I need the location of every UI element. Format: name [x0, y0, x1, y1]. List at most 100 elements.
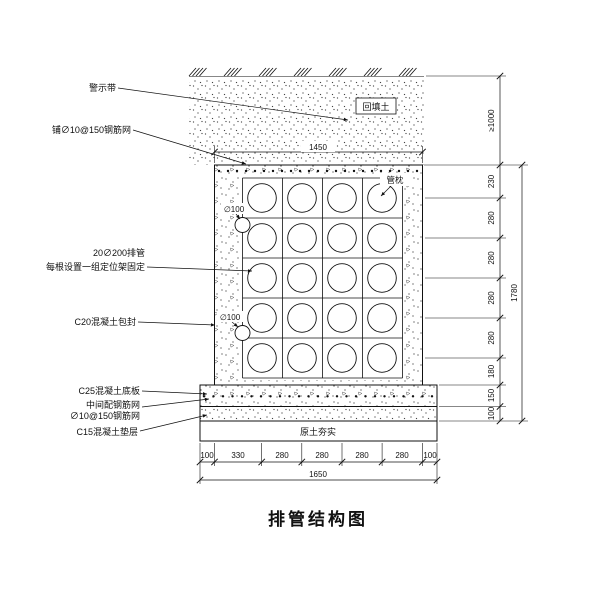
dim-tick: [496, 234, 504, 242]
dim-cover-depth: ≥1000: [487, 109, 496, 132]
mesh-dot: [226, 169, 230, 173]
pipe-circle: [327, 223, 357, 253]
label-mid-mesh-line1: 中间配钢筋网: [86, 399, 140, 410]
hatch-stroke: [188, 67, 197, 77]
hatch-stroke: [304, 67, 312, 77]
hatch-stroke: [199, 67, 207, 77]
hatch-stroke: [297, 67, 305, 77]
mid-mesh-dot: [202, 395, 206, 398]
leader-line: [146, 266, 253, 273]
pipe-circle: [287, 223, 317, 253]
positioning-lattice: [242, 177, 403, 379]
dim-tick: [496, 417, 504, 425]
leader-line: [235, 213, 241, 220]
dim-tick: [496, 402, 504, 411]
label-top-mesh: 铺∅10@150钢筋网: [52, 124, 131, 135]
compacted-soil-band: [199, 420, 438, 442]
pipe-circle: [247, 183, 277, 213]
dim-tick: [496, 381, 504, 389]
mid-mesh-dot: [269, 395, 272, 398]
mid-mesh-dot: [354, 395, 358, 398]
dim-tick: [196, 458, 204, 466]
mid-mesh-dot: [335, 395, 339, 398]
drawing-title: 排管结构图: [268, 509, 368, 529]
dim-label-bg: [301, 141, 335, 152]
mid-mesh-dot: [373, 395, 377, 398]
mid-mesh-dot: [288, 395, 291, 398]
hatch-stroke: [405, 67, 414, 77]
mesh-dot: [217, 169, 221, 173]
dim-total-width: 1650: [309, 470, 327, 479]
top-mesh-dots: [217, 169, 419, 173]
dim-tick: [496, 161, 504, 169]
dim-bottom-5: 280: [395, 451, 409, 460]
dim-right-5: 180: [487, 364, 496, 378]
pipe-circle: [247, 223, 277, 253]
mid-mesh-dot: [411, 395, 415, 398]
hatch-stroke: [192, 67, 200, 77]
drawing-geometry: [117, 67, 528, 484]
mid-mesh-dot: [421, 395, 424, 398]
hatch-stroke: [363, 67, 372, 77]
label-small-pipe-dia-2: ∅100: [220, 313, 241, 322]
hatch-stroke: [409, 67, 417, 77]
label-warning-tape: 警示带: [89, 82, 116, 93]
ground-hatch: [188, 67, 417, 77]
label-pipe-pillow: 管枕: [386, 175, 404, 185]
pipe-circles: [234, 183, 397, 373]
dim-right-2: 280: [487, 251, 496, 265]
pipe-circle: [247, 263, 277, 293]
hatch-stroke: [230, 67, 239, 77]
pipe-circle: [247, 343, 277, 373]
mid-mesh-dot: [250, 395, 253, 398]
leader-line: [231, 321, 239, 328]
mesh-dot: [253, 169, 257, 173]
mesh-dot: [262, 169, 266, 173]
leader-lines: [117, 87, 392, 432]
dim-bottom-2: 280: [275, 451, 289, 460]
mesh-dot: [244, 169, 248, 173]
mesh-dot: [343, 169, 347, 173]
mid-mesh-dot: [345, 395, 348, 398]
hatch-stroke: [374, 67, 382, 77]
label-small-pipe-dia-1: ∅100: [224, 205, 245, 214]
mid-mesh-dot: [364, 395, 367, 398]
pipe-circle: [327, 183, 357, 213]
mesh-dot: [352, 169, 356, 173]
small-pipe-circle: [234, 217, 251, 233]
mid-mesh-dot: [278, 395, 282, 398]
hatch-stroke: [234, 67, 242, 77]
dim-bottom-6: 100: [423, 451, 437, 460]
mesh-dot: [361, 169, 365, 173]
mesh-dot: [406, 169, 410, 173]
dim-right-0: 230: [487, 174, 496, 188]
pipe-circle: [327, 303, 357, 333]
hatch-stroke: [402, 67, 410, 77]
mid-mesh-dot: [231, 395, 234, 398]
hatch-stroke: [370, 67, 379, 77]
mid-mesh-dot: [307, 395, 310, 398]
label-pipes-line1: 20∅200排管: [93, 247, 145, 258]
dim-tick: [518, 417, 526, 425]
dim-total-height: 1780: [510, 284, 519, 302]
dim-right-1: 280: [487, 211, 496, 225]
dim-tick: [338, 458, 346, 466]
dim-right-4: 280: [487, 331, 496, 345]
mid-mesh-dot: [392, 395, 396, 398]
pipe-circle: [367, 303, 397, 333]
dim-tick: [496, 194, 504, 202]
dim-tick: [496, 72, 504, 80]
small-pipe-circle: [234, 325, 251, 341]
mid-mesh-dot: [297, 395, 301, 398]
mesh-dot: [415, 169, 419, 173]
hatch-stroke: [265, 67, 274, 77]
hatch-stroke: [293, 67, 302, 77]
hatch-stroke: [300, 67, 309, 77]
label-cushion: C15混凝土垫层: [76, 426, 138, 437]
mid-mesh-dot: [326, 395, 329, 398]
pipe-circle: [367, 183, 397, 213]
mesh-dot: [370, 169, 374, 173]
pipe-circle: [287, 343, 317, 373]
dim-block-width: 1450: [309, 143, 327, 152]
